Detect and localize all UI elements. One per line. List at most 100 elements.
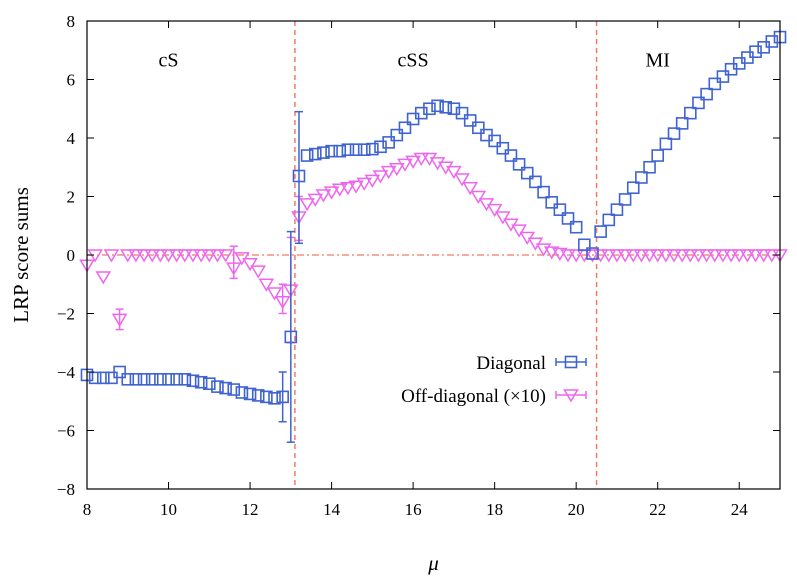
data-point-off-diagonal — [674, 249, 690, 263]
data-point-diagonal — [765, 35, 779, 48]
data-point-off-diagonal — [356, 177, 373, 191]
y-tick-label: −6 — [57, 422, 75, 441]
data-point-off-diagonal — [340, 181, 356, 196]
data-point-diagonal — [675, 117, 689, 130]
data-point-off-diagonal — [494, 211, 511, 225]
data-point-diagonal — [121, 373, 135, 386]
data-point-off-diagonal — [397, 158, 413, 172]
data-point-off-diagonal — [136, 249, 152, 263]
data-point-off-diagonal — [364, 174, 381, 188]
data-point-diagonal — [154, 373, 167, 386]
data-point-diagonal — [447, 102, 461, 116]
y-tick-label: 2 — [67, 188, 76, 207]
data-point-off-diagonal — [217, 249, 234, 263]
data-point-off-diagonal — [111, 313, 128, 327]
data-point-diagonal — [382, 136, 395, 149]
y-tick-label: −4 — [57, 363, 76, 382]
data-point-diagonal — [349, 143, 363, 156]
y-tick-label: 4 — [67, 129, 76, 148]
data-point-diagonal — [300, 149, 314, 162]
data-point-off-diagonal — [144, 249, 161, 263]
data-point-diagonal — [145, 373, 159, 386]
data-point-off-diagonal — [584, 249, 601, 263]
data-point-off-diagonal — [666, 249, 682, 263]
data-point-off-diagonal — [747, 249, 764, 263]
data-point-off-diagonal — [706, 249, 723, 263]
data-point-off-diagonal — [323, 186, 340, 200]
data-point-off-diagonal — [258, 278, 275, 292]
data-point-diagonal — [227, 383, 241, 396]
data-point-diagonal — [586, 247, 599, 260]
x-tick-label: 22 — [649, 500, 666, 519]
x-tick-label: 18 — [486, 500, 503, 519]
data-point-off-diagonal — [690, 249, 707, 263]
y-tick-label: −8 — [57, 480, 75, 499]
data-point-off-diagonal — [160, 249, 177, 263]
data-point-diagonal — [455, 106, 469, 120]
data-point-off-diagonal — [600, 249, 617, 263]
data-point-off-diagonal — [715, 249, 731, 263]
legend-label-diagonal: Diagonal — [476, 353, 546, 374]
data-point-diagonal — [749, 45, 762, 59]
x-tick-label: 20 — [568, 500, 585, 519]
data-point-off-diagonal — [698, 249, 715, 263]
data-point-diagonal — [194, 375, 208, 389]
error-bar — [278, 371, 287, 423]
x-tick-label: 12 — [242, 500, 259, 519]
data-point-diagonal — [333, 144, 347, 158]
data-point-diagonal — [594, 225, 607, 238]
x-tick-label: 16 — [405, 500, 422, 519]
data-point-diagonal — [260, 390, 273, 404]
data-point-diagonal — [211, 380, 224, 393]
data-point-off-diagonal — [372, 170, 389, 184]
data-point-diagonal — [325, 144, 338, 158]
data-point-off-diagonal — [388, 162, 405, 177]
data-point-diagonal — [88, 371, 102, 385]
data-point-off-diagonal — [348, 180, 364, 194]
data-point-off-diagonal — [609, 249, 625, 263]
data-point-off-diagonal — [201, 249, 218, 263]
data-point-diagonal — [463, 114, 477, 127]
data-point-diagonal — [414, 106, 428, 120]
data-point-off-diagonal — [437, 161, 454, 175]
data-point-diagonal — [520, 166, 534, 180]
data-point-diagonal — [529, 175, 542, 189]
data-point-diagonal — [439, 100, 453, 114]
data-point-off-diagonal — [462, 181, 479, 196]
data-point-off-diagonal — [625, 249, 642, 263]
data-point-off-diagonal — [185, 249, 201, 263]
data-point-diagonal — [308, 147, 322, 161]
legend-label-off-diagonal: Off-diagonal (×10) — [401, 386, 546, 407]
y-tick-label: −2 — [57, 305, 75, 324]
data-point-diagonal — [488, 134, 501, 148]
data-point-diagonal — [219, 381, 232, 395]
data-point-off-diagonal — [95, 271, 112, 285]
data-point-diagonal — [366, 142, 379, 156]
error-bar — [294, 110, 303, 245]
y-tick-label: 0 — [67, 246, 76, 265]
data-point-off-diagonal — [649, 249, 666, 263]
data-point-diagonal — [390, 128, 404, 142]
data-point-diagonal — [129, 373, 143, 386]
data-point-diagonal — [578, 238, 591, 252]
data-point-off-diagonal — [511, 224, 527, 238]
data-point-off-diagonal — [413, 152, 430, 166]
data-point-diagonal — [341, 143, 355, 156]
data-point-diagonal — [626, 181, 640, 195]
data-point-diagonal — [431, 99, 444, 113]
data-point-off-diagonal — [209, 249, 226, 263]
x-tick-label: 8 — [83, 500, 92, 519]
data-point-off-diagonal — [446, 165, 462, 180]
data-point-diagonal — [374, 140, 387, 154]
data-point-diagonal — [243, 387, 257, 401]
region-label-mi: MI — [645, 49, 669, 71]
data-point-diagonal — [284, 330, 298, 344]
data-point-diagonal — [113, 365, 126, 379]
region-label-cs: cS — [159, 49, 179, 71]
y-tick-label: 8 — [67, 12, 76, 31]
data-point-diagonal — [317, 146, 330, 159]
x-axis-label: μ — [427, 551, 439, 575]
y-tick-label: 6 — [67, 71, 76, 90]
